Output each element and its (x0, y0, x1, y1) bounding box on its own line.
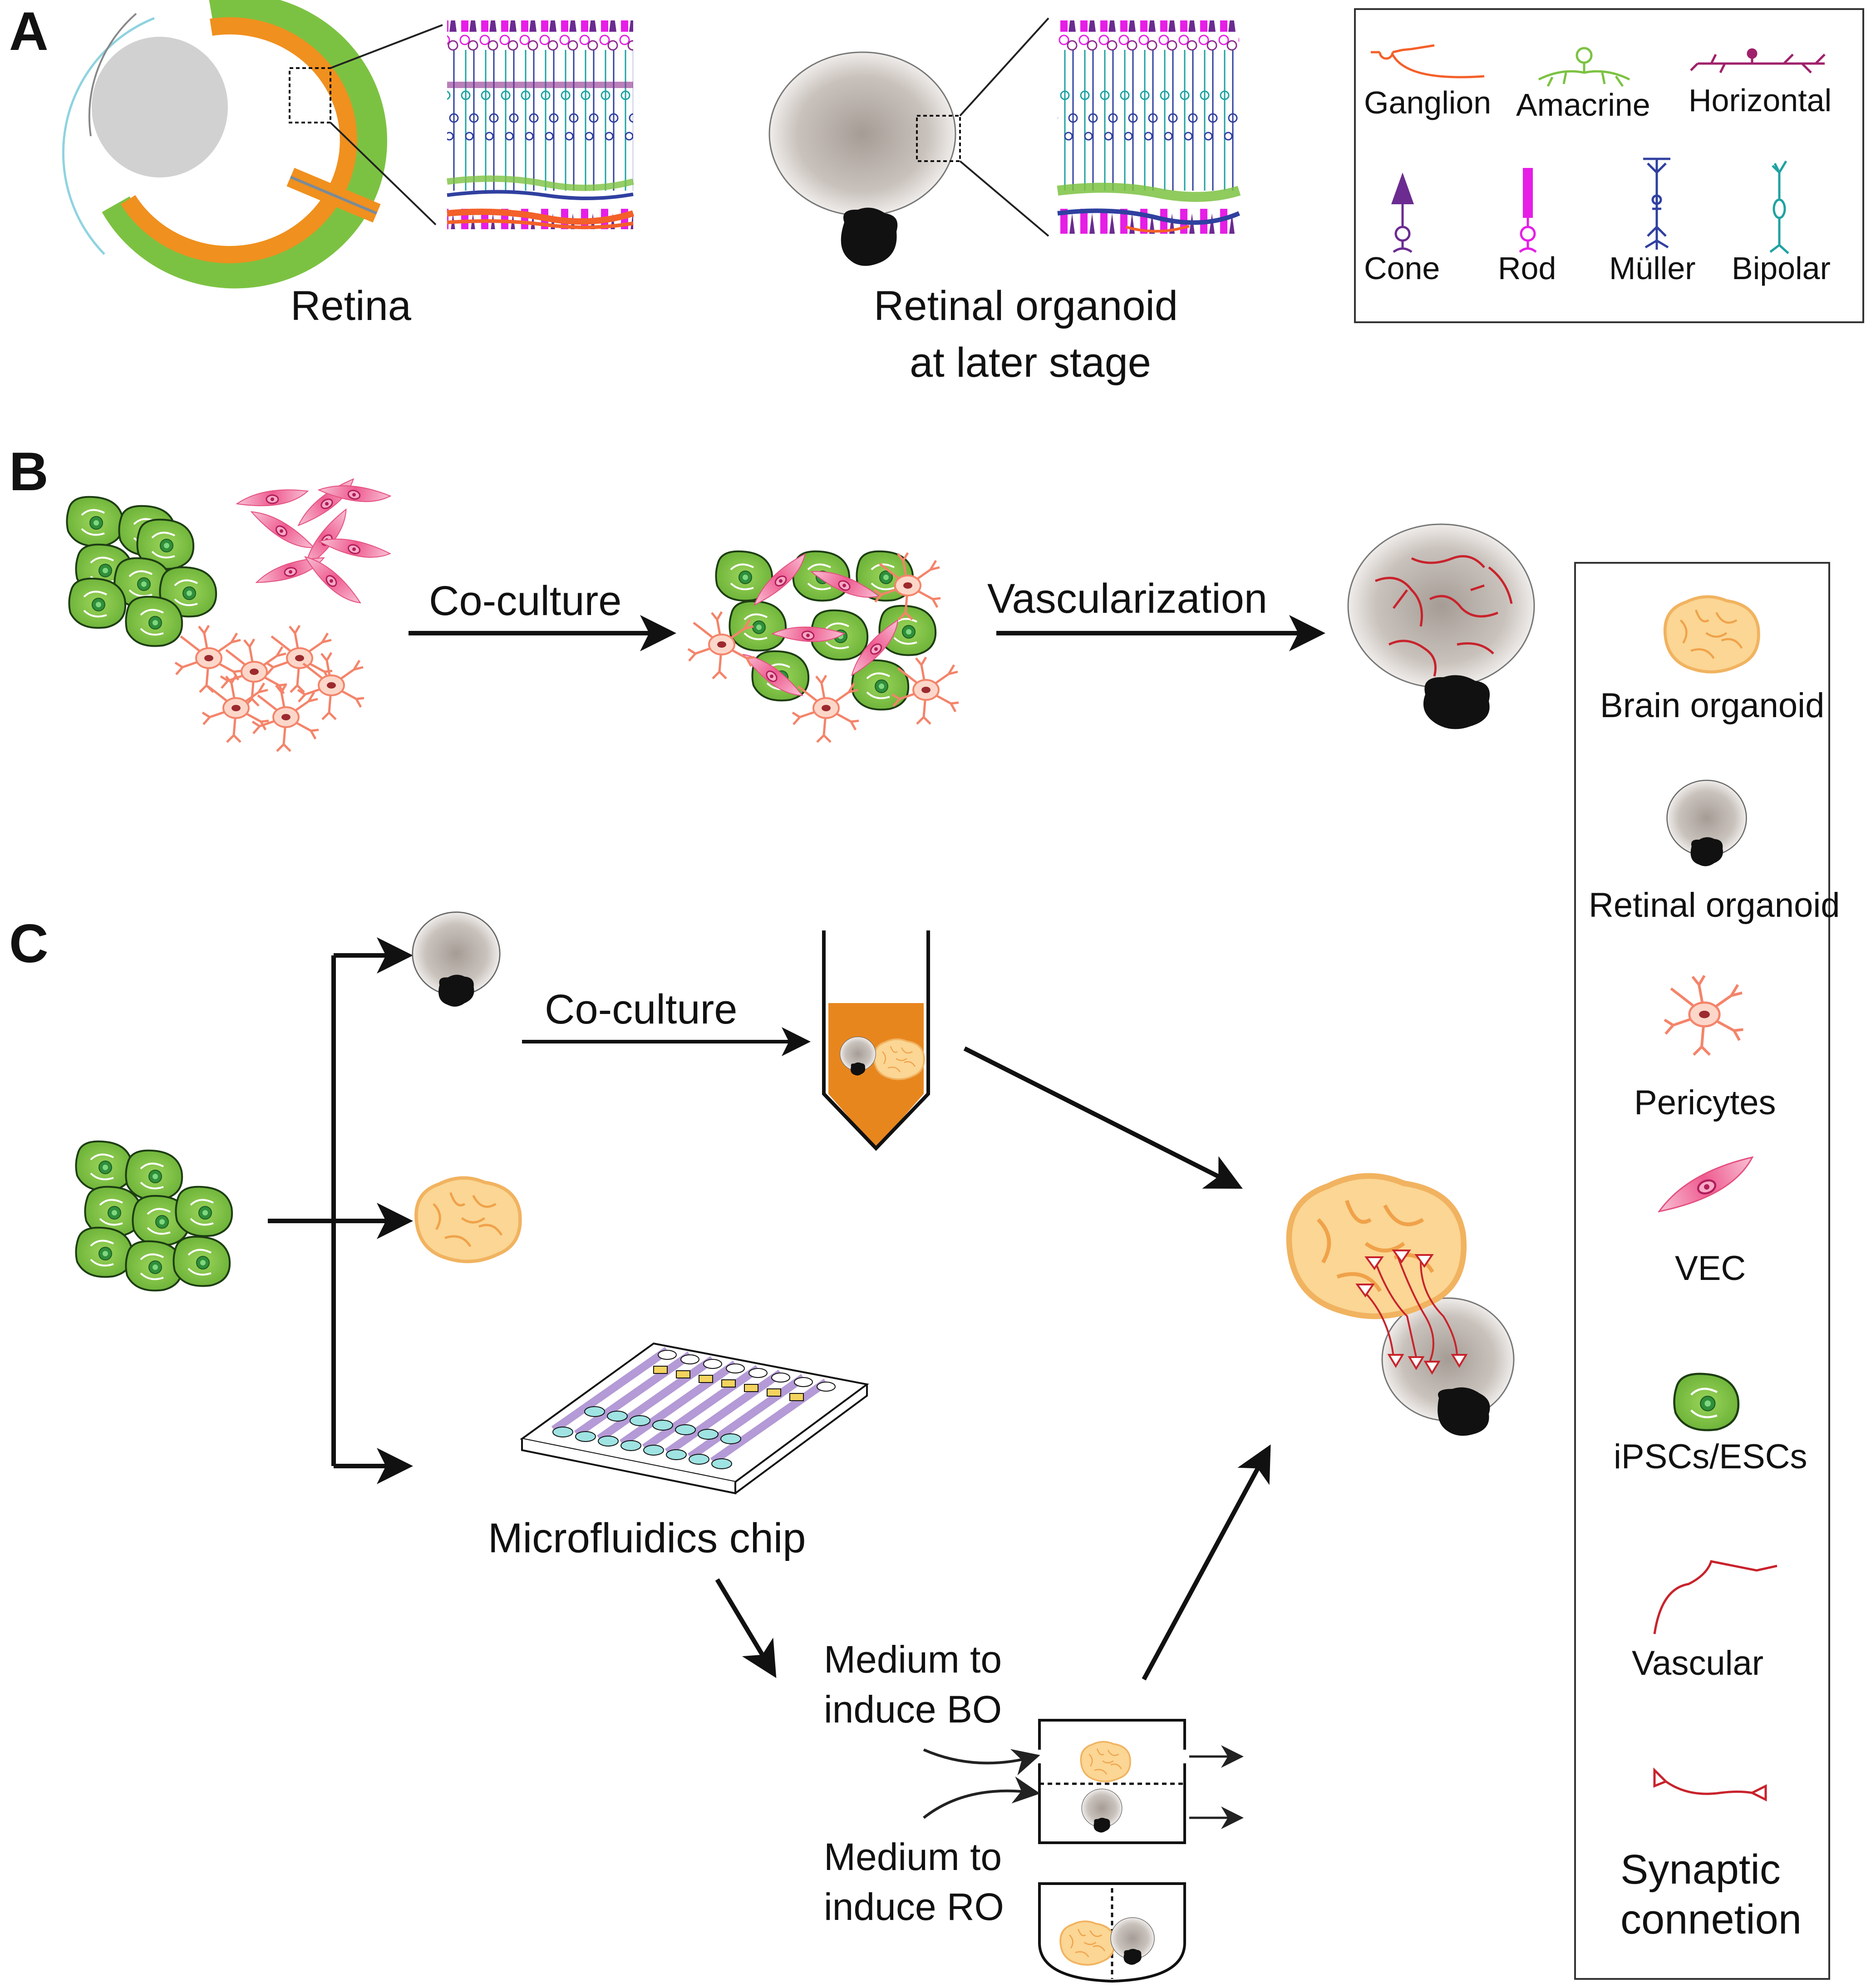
amacrine-icon (1538, 47, 1630, 87)
medium-bo-line1: Medium to (824, 1638, 1002, 1681)
pericyte-cluster-b (175, 625, 364, 751)
legend-bipolar: Bipolar (1732, 251, 1831, 286)
retina-eye-illustration (62, 0, 443, 289)
vascular-icon (1653, 1560, 1777, 1634)
brain-organoid-icon (1665, 597, 1758, 672)
synapse-icon (1653, 1767, 1767, 1802)
ipsc-cluster-c (75, 1140, 233, 1292)
panel-a-letter: A (9, 1, 49, 62)
retina-label: Retina (290, 283, 412, 329)
vec-cluster-b (236, 476, 392, 613)
cone-icon (1391, 172, 1414, 253)
cell-type-legend: Ganglion Amacrine Horizontal Cone (1354, 8, 1864, 323)
bipolar-icon (1769, 160, 1789, 254)
culture-tube (822, 930, 930, 1151)
medium-ro-line1: Medium to (824, 1835, 1002, 1878)
assembloid-result (1289, 1176, 1515, 1436)
c-coculture-label: Co-culture (545, 986, 737, 1033)
horizontal-icon (1690, 48, 1826, 74)
legend-synaptic-line2: connetion (1620, 1896, 1802, 1943)
legend-horizontal: Horizontal (1689, 83, 1832, 118)
dual-chamber (923, 1719, 1244, 1844)
b-vascularization-label: Vascularization (987, 576, 1267, 622)
organoid-label-line1: Retinal organoid (874, 283, 1178, 329)
microfluidic-chip (520, 1342, 869, 1495)
legend-muller: Müller (1609, 251, 1696, 286)
legend-retinal-organoid: Retinal organoid (1589, 886, 1840, 925)
legend-amacrine: Amacrine (1516, 87, 1650, 123)
panel-b: B Co-cul (9, 441, 1535, 751)
rod-icon (1519, 168, 1537, 253)
chamber-to-result-arrow (1142, 1444, 1271, 1681)
chip-to-chamber-arrow (715, 1578, 777, 1678)
legend-pericytes: Pericytes (1634, 1083, 1776, 1122)
organoid-label-line2: at later stage (910, 340, 1151, 386)
ipsc-cluster-b (66, 496, 217, 647)
legend-vec: VEC (1675, 1249, 1746, 1288)
coculture-mix-b (688, 550, 959, 742)
tube-to-result-arrow (963, 1046, 1243, 1189)
panel-c-letter: C (9, 913, 49, 974)
branch-arrows (268, 937, 413, 1484)
chip-label: Microfluidics chip (488, 1515, 806, 1561)
legend-ganglion: Ganglion (1364, 85, 1491, 120)
retinal-organoid-a (768, 17, 1049, 266)
legend-rod: Rod (1498, 251, 1556, 286)
component-legend: Brain organoid Retinal organoid Pericyte… (1574, 562, 1840, 1980)
panel-b-letter: B (9, 441, 49, 502)
bottom-chamber (1038, 1882, 1186, 1983)
medium-bo-line2: induce BO (824, 1688, 1002, 1731)
organoid-layer-zoom (1057, 20, 1241, 234)
ganglion-icon (1371, 44, 1485, 79)
legend-brain-organoid: Brain organoid (1600, 686, 1824, 725)
brain-organoid-c (416, 1178, 520, 1261)
legend-vascular: Vascular (1632, 1644, 1763, 1683)
panel-c: C Co-culture (9, 911, 1515, 1983)
legend-ipscs: iPSCs/ESCs (1614, 1437, 1807, 1476)
b-coculture-label: Co-culture (429, 578, 621, 624)
vascularized-organoid-b (1347, 523, 1535, 729)
legend-cone: Cone (1364, 251, 1440, 286)
panel-a: A Retina (9, 0, 1864, 386)
retinal-organoid-c (412, 911, 501, 1008)
muller-icon (1643, 157, 1670, 250)
retina-layer-zoom (447, 20, 635, 229)
ipsc-icon (1674, 1374, 1738, 1430)
legend-synaptic-line1: Synaptic (1620, 1846, 1781, 1893)
medium-ro-line2: induce RO (824, 1885, 1004, 1928)
